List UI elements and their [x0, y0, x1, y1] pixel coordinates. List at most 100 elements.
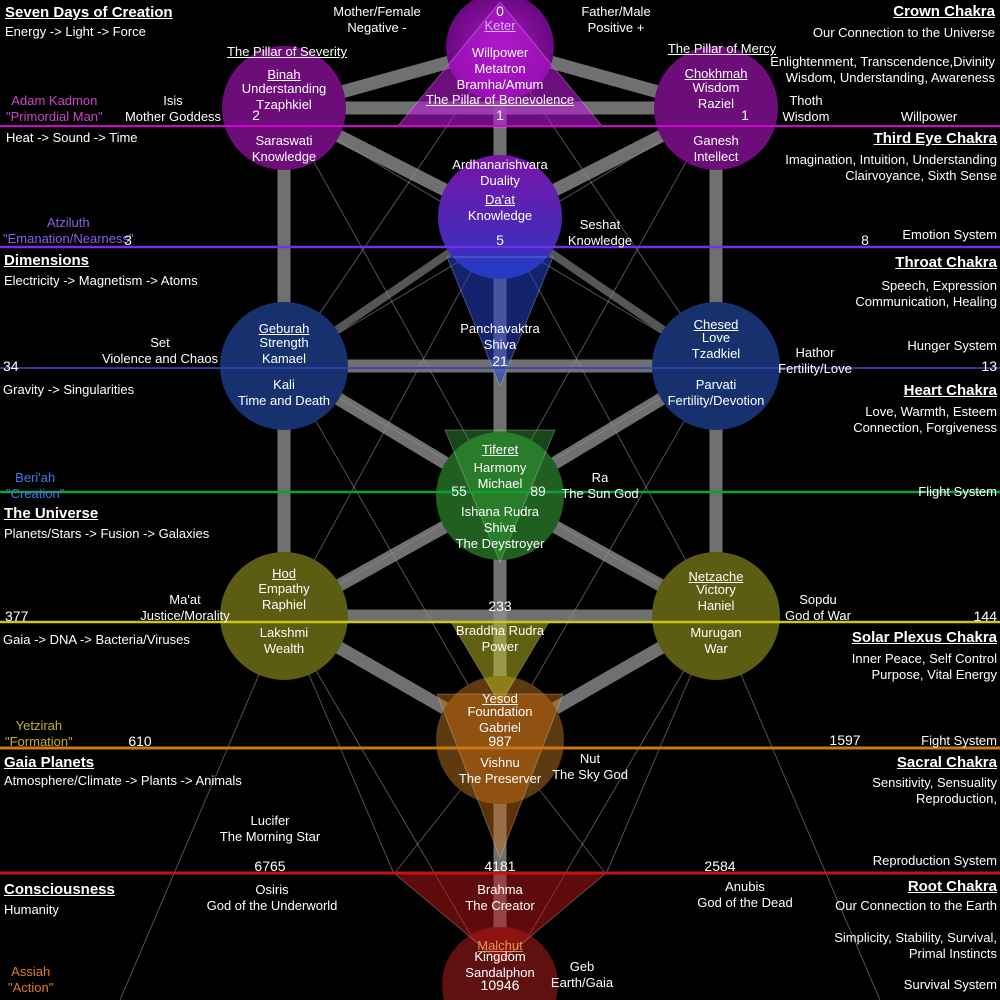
- triangles: [393, 1, 607, 963]
- binah-attributes: Understanding Tzaphkiel: [241, 81, 327, 112]
- seven-days-sub: Energy -> Light -> Force: [5, 24, 146, 39]
- ra-label: Ra The Sun God: [561, 470, 639, 501]
- chokhmah-attributes: Wisdom Raziel: [692, 80, 740, 111]
- world-atziluth: Atziluth "Emanation/Nearness": [3, 215, 134, 246]
- sephira-yesod-circle: [436, 676, 564, 804]
- world-beriah: Beri'ah "Creation": [6, 470, 65, 501]
- fib-number-987: 987: [488, 733, 512, 749]
- fib-number-2584: 2584: [704, 858, 736, 874]
- adam-kadmon-process: Heat -> Sound -> Time: [6, 130, 138, 145]
- fib-number-34: 34: [3, 358, 19, 374]
- dimensions-sub: Electricity -> Magnetism -> Atoms: [4, 273, 198, 288]
- consciousness-title: Consciousness: [4, 881, 115, 898]
- yesod-name: Yesod: [482, 691, 518, 706]
- tiferet-hindu: Ishana Rudra Shiva The Deystroyer: [455, 504, 545, 551]
- sacral-desc: Sensitivity, Sensuality Reproduction,: [872, 775, 997, 806]
- fib-number-1-chokhmah: 1: [741, 107, 749, 123]
- heart-desc: Love, Warmth, Esteem Connection, Forgive…: [853, 404, 997, 435]
- reproduction-system-label: Reproduction System: [872, 853, 997, 868]
- polarity-father: Father/Male Positive +: [581, 4, 651, 35]
- crown-chakra-desc: Enlightenment, Transcendence,Divinity Wi…: [770, 54, 995, 85]
- pillar-mercy-label: The Pillar of Mercy: [667, 41, 777, 56]
- fib-number-377: 377: [5, 608, 29, 624]
- fib-number-233: 233: [488, 598, 512, 614]
- consciousness-sub: Humanity: [4, 902, 59, 917]
- malchut-attributes: Kingdom Sandalphon: [465, 949, 535, 980]
- isis-label: Isis Mother Goddess: [124, 93, 222, 124]
- fib-number-8: 8: [861, 232, 869, 248]
- gaia-sub: Atmosphere/Climate -> Plants -> Animals: [4, 773, 242, 788]
- polarity-mother: Mother/Female Negative -: [333, 4, 421, 35]
- world-yetzirah: Yetzirah "Formation": [5, 718, 73, 749]
- throat-title: Throat Chakra: [895, 254, 997, 271]
- fight-system-label: Fight System: [921, 733, 997, 748]
- hod-name: Hod: [272, 566, 296, 581]
- throat-desc: Speech, Expression Communication, Healin…: [855, 278, 997, 309]
- willpower-label: Willpower: [900, 109, 958, 124]
- crown-chakra-title: Crown Chakra: [893, 3, 995, 20]
- fib-number-144: 144: [973, 608, 997, 624]
- netzache-name: Netzache: [688, 569, 744, 584]
- survival-system-label: Survival System: [903, 977, 997, 992]
- universe-title: The Universe: [4, 505, 99, 522]
- panchavaktra-label: Panchavaktra Shiva: [460, 321, 540, 352]
- emotion-system-label: Emotion System: [902, 227, 997, 242]
- chesed-name: Chesed: [693, 317, 739, 332]
- seven-days-title: Seven Days of Creation: [5, 4, 173, 21]
- hod-hindu: Lakshmi Wealth: [259, 625, 309, 656]
- solar-title: Solar Plexus Chakra: [851, 629, 997, 646]
- triangle-sacral: [436, 693, 564, 860]
- heart-title: Heart Chakra: [903, 382, 997, 399]
- pillar-benevolence-label: The Pillar of Benevolence: [425, 92, 575, 107]
- fib-number-5: 5: [496, 232, 504, 248]
- fib-number-1-keter: 1: [496, 107, 504, 123]
- fib-number-6765: 6765: [254, 858, 286, 874]
- sephira-netzache-circle: [652, 552, 780, 680]
- lucifer-label: Lucifer The Morning Star: [219, 813, 321, 844]
- sephira-tiferet-circle: [436, 432, 564, 560]
- fib-number-13: 13: [981, 358, 997, 374]
- fib-number-89: 89: [530, 483, 546, 499]
- anubis-label: Anubis God of the Dead: [697, 879, 793, 910]
- universe-process: Gaia -> DNA -> Bacteria/Viruses: [3, 632, 190, 647]
- root-sub: Our Connection to the Earth: [835, 898, 997, 913]
- sephira-chesed-circle: [652, 302, 780, 430]
- geburah-attributes: Strength Kamael: [259, 335, 309, 366]
- sacral-title: Sacral Chakra: [896, 754, 997, 771]
- universe-sub: Planets/Stars -> Fusion -> Galaxies: [4, 526, 210, 541]
- set-label: Set Violence and Chaos: [101, 335, 219, 366]
- sephira-hod-circle: [220, 552, 348, 680]
- pillar-severity-label: The Pillar of Severity: [227, 44, 347, 59]
- daat-name: Da'at: [485, 192, 515, 207]
- dimensions-process: Gravity -> Singularities: [3, 382, 135, 397]
- section-lines: [0, 125, 1000, 875]
- geburah-hindu: Kali Time and Death: [237, 377, 331, 408]
- solar-desc: Inner Peace, Self Control Purpose, Vital…: [851, 651, 997, 682]
- daat-attributes: Knowledge: [467, 208, 533, 223]
- brahma-label: Brahma The Creator: [465, 882, 535, 913]
- malchut-name: Malchut: [477, 938, 523, 953]
- chesed-hindu: Parvati Fertility/Devotion: [667, 377, 765, 408]
- hunger-system-label: Hunger System: [907, 338, 997, 353]
- crown-chakra-sub: Our Connection to the Universe: [812, 25, 995, 40]
- fib-number-55: 55: [451, 483, 467, 499]
- root-title: Root Chakra: [907, 878, 997, 895]
- keter-hindu-name: Bramha/Amum: [456, 77, 544, 92]
- tiferet-name: Tiferet: [481, 442, 519, 457]
- binah-name: Binah: [267, 67, 301, 82]
- binah-hindu: Saraswati Knowledge: [251, 133, 317, 164]
- triangle-throat: [446, 256, 554, 388]
- sephira-geburah-circle: [220, 302, 348, 430]
- sephira-binah-circle: [222, 46, 346, 170]
- netzache-attributes: Victory Haniel: [696, 582, 736, 613]
- fib-number-2: 2: [252, 107, 260, 123]
- yesod-hindu: Vishnu The Preserver: [458, 755, 542, 786]
- ardhanarishvara-label: Ardhanarishvara Duality: [452, 157, 548, 188]
- yesod-attributes: Foundation Gabriel: [467, 704, 533, 735]
- sopdu-label: Sopdu God of War: [785, 592, 851, 623]
- tiferet-attributes: Harmony Michael: [473, 460, 527, 491]
- hod-attributes: Empathy Raphiel: [258, 581, 310, 612]
- thoth-label: Thoth Wisdom: [782, 93, 830, 124]
- dimensions-title: Dimensions: [4, 252, 90, 269]
